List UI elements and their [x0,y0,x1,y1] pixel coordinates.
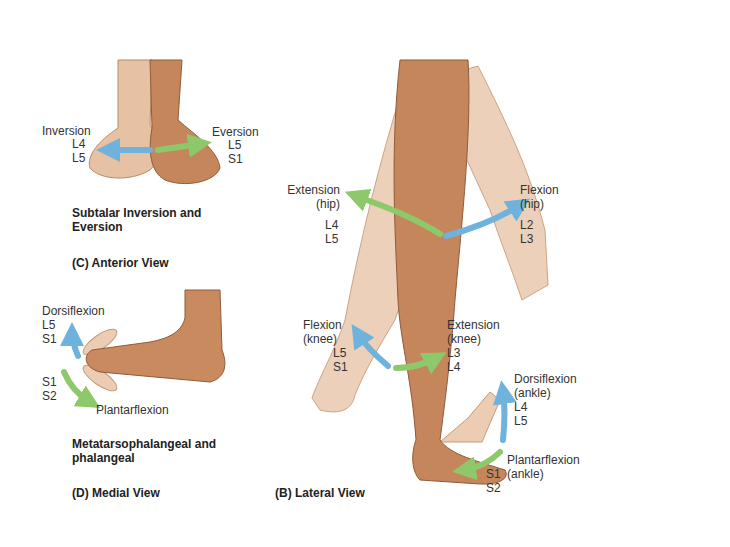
view-caption: (C) Anterior View [72,256,169,270]
motion-label: Eversion [212,125,259,139]
motion-label: S1 [486,467,501,481]
motion-label: L4 [325,218,338,232]
motion-label: S1 [42,375,57,389]
motion-label: Dorsiflexion [42,304,105,318]
view-caption: Subtalar Inversion and Eversion [72,206,222,234]
anterior-feet [89,60,220,184]
motion-label: Plantarflexion [96,403,169,417]
motion-label: L4 [514,400,527,414]
motion-label: L5 [333,346,346,360]
motion-label: Flexion (knee) [303,318,358,346]
motion-label: Extension (hip) [270,183,340,211]
view-caption: Metatarsophalangeal and phalangeal [72,437,252,465]
motion-label: L4 [72,137,85,151]
motion-label: S1 [333,360,348,374]
motion-label: L5 [72,151,85,165]
motion-label: L5 [228,138,241,152]
motion-label: S1 [42,332,57,346]
motion-label: L5 [325,232,338,246]
motion-label: L3 [520,232,533,246]
motion-label: L5 [514,414,527,428]
motion-label: L4 [447,360,460,374]
view-caption: (B) Lateral View [275,486,365,500]
motion-arrows [64,144,520,470]
view-caption: (D) Medial View [72,486,160,500]
motion-label: L3 [447,346,460,360]
motion-label: Plantarflexion (ankle) [507,453,597,481]
motion-label: L5 [42,318,55,332]
lateral-legs [312,60,548,484]
motion-label: Dorsiflexion (ankle) [514,372,594,400]
motion-label: S2 [486,481,501,495]
motion-label: Inversion [42,124,91,138]
motion-label: L2 [520,218,533,232]
motion-label: S1 [228,152,243,166]
motion-label: Extension (knee) [447,318,517,346]
motion-label: Flexion (hip) [520,183,575,211]
motion-label: S2 [42,389,57,403]
